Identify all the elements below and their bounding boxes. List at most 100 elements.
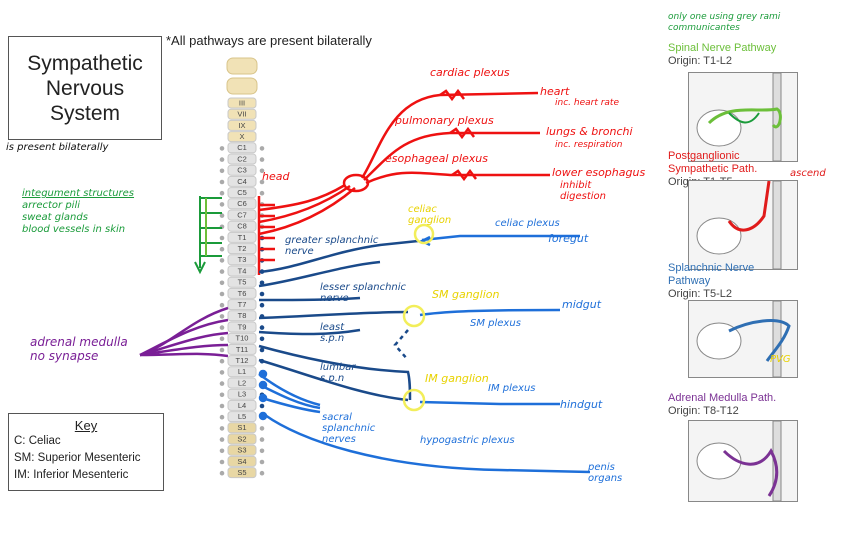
sympathetic-ganglion-dot: [259, 280, 265, 286]
vertebra-t11: [227, 343, 257, 355]
sm-plexus-label: SM plexus: [470, 318, 521, 329]
vertebra-label: T4: [238, 266, 247, 275]
sympathetic-ganglion-dot: [259, 291, 265, 297]
cardiac-plexus-label: cardiac plexus: [430, 66, 510, 79]
vertebra-label: C4: [237, 177, 247, 186]
vertebra-label: S5: [237, 468, 246, 477]
adrenal-pathways: [139, 306, 229, 358]
vertebra-label: S1: [237, 423, 246, 432]
vertebra-label: T9: [238, 322, 247, 331]
sympathetic-ganglion-dot: [219, 392, 225, 398]
adrenal-annotation: adrenal medulla no synapse: [30, 335, 128, 363]
vertebra-label: T3: [238, 255, 247, 264]
sympathetic-ganglion-dot: [219, 403, 225, 409]
vertebra-t5: [227, 276, 257, 288]
sympathetic-ganglion-dot: [219, 280, 225, 286]
vertebra-label: T2: [238, 244, 247, 253]
pulmonary-plexus-label: pulmonary plexus: [395, 114, 494, 127]
key-text: Celiac: [28, 435, 61, 447]
vertebra-t9: [227, 321, 257, 333]
adrenal-pathway-illustration: [696, 421, 782, 501]
sympathetic-ganglion-dot: [219, 414, 225, 420]
lower-esophagus-label: lower esophagus: [552, 166, 646, 179]
vertebra-c5: [227, 187, 257, 199]
vertebra-label: C3: [237, 166, 247, 175]
sympathetic-ganglion-dot: [219, 437, 225, 442]
sympathetic-ganglion-dot: [219, 302, 225, 308]
vertebra-t12: [227, 355, 257, 367]
sympathetic-ganglion-dot: [219, 347, 225, 353]
pathway-diagram: IIIVIIIXXC1C2C3C4C5C6C7C8T1T2T3T4T5T6T7T…: [139, 57, 591, 479]
sm-ganglion-marker: [402, 304, 426, 328]
splanchnic-pathway-title: Splanchnic Nerve Pathway: [668, 262, 755, 287]
sympathetic-ganglion-dot: [259, 459, 265, 465]
vertebra-t6: [227, 287, 257, 299]
vertebra-ix: [227, 119, 257, 131]
title-line-1: Sympathetic: [27, 51, 143, 75]
integument-branches: [194, 196, 222, 275]
vertebra-c8: [227, 220, 257, 232]
sympathetic-ganglion-dot: [219, 370, 225, 375]
sympathetic-ganglion-dot: [219, 258, 225, 263]
key-title: Key: [74, 418, 98, 433]
sympathetic-ganglion-dot: [219, 190, 225, 196]
adrenal-pathway-origin: Origin: T8-T12: [668, 405, 739, 417]
foregut-label: foregut: [548, 232, 589, 245]
lungs-label: lungs & bronchi: [546, 125, 633, 138]
least-splanchnic-label: least s.p.n: [320, 322, 345, 344]
sympathetic-ganglion-dot: [219, 470, 225, 476]
sympathetic-ganglion-dot: [259, 325, 265, 330]
celiac-ganglion-marker: [413, 223, 435, 245]
vertebra-t2: [227, 243, 257, 255]
sympathetic-ganglion-dot: [259, 426, 265, 431]
integument-item-2: sweat glands: [22, 212, 88, 223]
vertebra-label: T12: [236, 356, 249, 365]
sm-ganglion-label: SM ganglion: [432, 288, 500, 301]
ascend-note: ascend: [790, 168, 826, 179]
key-abbr: SM:: [14, 452, 35, 464]
spinal-pathway-title: Spinal Nerve Pathway: [668, 42, 777, 54]
vertebra-c6: [227, 198, 257, 210]
vertebra-label: C1: [237, 143, 247, 152]
sympathetic-ganglion-dot: [219, 325, 225, 330]
key-text: Inferior Mesenteric: [33, 469, 129, 481]
vertebra-label: S2: [237, 434, 246, 443]
vertebra-iii: [227, 97, 257, 109]
integument-item-1: arrector pili: [22, 200, 81, 211]
hypogastric-plexus-label: hypogastric plexus: [420, 435, 515, 446]
blue-pathways: [258, 234, 591, 474]
vertebra-label: X: [239, 132, 244, 141]
pvg-note: PVG: [770, 354, 791, 365]
vertebra-c3: [227, 164, 257, 176]
sympathetic-ganglion-dot: [219, 202, 225, 207]
handwritten-bilateral-note: is present bilaterally: [6, 142, 109, 153]
sympathetic-ganglion-dot: [219, 291, 225, 297]
postganglionic-pathway-title: Postganglionic Sympathetic Path.: [668, 150, 758, 175]
sympathetic-ganglion-dot: [259, 146, 265, 151]
vertebra-label: VII: [237, 110, 246, 119]
sympathetic-ganglion-dot: [219, 246, 225, 252]
vertebra-vii: [227, 108, 257, 120]
vertebra-label: C8: [237, 222, 247, 231]
vertebra-l5: [227, 411, 257, 423]
postganglionic-pathway-illustration: [696, 181, 782, 269]
splanchnic-pathway-illustration: [696, 301, 791, 377]
sympathetic-ganglion-dot: [219, 336, 225, 342]
sympathetic-ganglion-dot: [259, 403, 265, 409]
celiac-ganglion-label: celiac ganglion: [408, 204, 452, 226]
vertebra-s4: [227, 455, 257, 467]
vertebra-c1: [227, 142, 257, 154]
vertebra-label: L3: [238, 390, 246, 399]
sympathetic-ganglion-dot: [219, 213, 225, 218]
sympathetic-ganglion-dot: [219, 459, 225, 465]
vertebra-t8: [227, 310, 257, 322]
vertebra-label: T10: [236, 334, 249, 343]
vertebra-label: T6: [238, 289, 247, 298]
sympathetic-ganglion-dot: [259, 179, 265, 185]
sympathetic-ganglion-dot: [259, 448, 265, 454]
ganglia-markers: [402, 223, 435, 412]
red-pathways: [257, 88, 550, 275]
vertebra-label: T1: [238, 233, 247, 242]
sympathetic-ganglion-dot: [259, 347, 265, 353]
im-ganglion-marker: [402, 388, 426, 412]
